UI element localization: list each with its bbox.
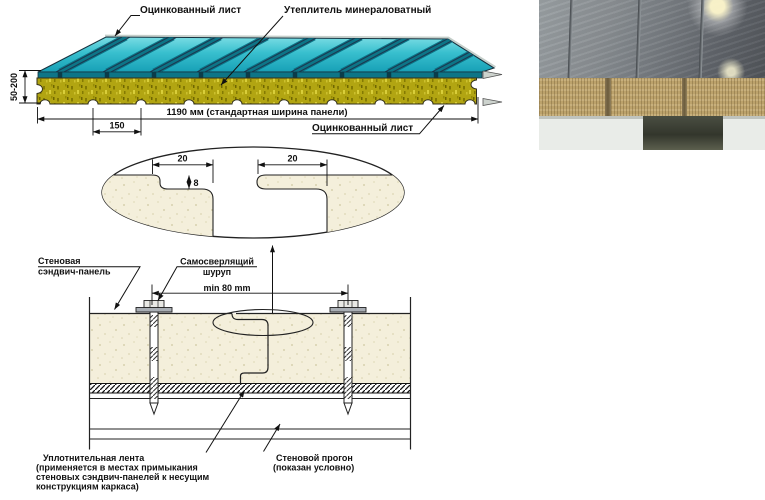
photo-wool-joint	[605, 78, 611, 116]
lock-left-dim-text: 20	[177, 154, 187, 164]
screw-washer	[135, 307, 173, 313]
lock-right-dim-text: 20	[287, 154, 297, 164]
label-sealing-tape-line3: стеновых сэндвич-панелей к несущим	[36, 472, 209, 482]
label-screw-line1: Самосверлящий	[180, 257, 254, 267]
lock-dimension-lines	[152, 159, 328, 189]
bottom-sheet-right-lip	[482, 98, 503, 106]
screw-washer	[329, 307, 367, 313]
joint-detail-marker-oval	[212, 308, 314, 337]
label-screw-line2: шуруп	[203, 267, 231, 277]
leader-wall-panel	[38, 266, 141, 310]
photo-panel-seam	[567, 0, 574, 78]
photo-mineral-wool-core	[539, 78, 765, 116]
hex-head-facets	[149, 300, 159, 308]
dimension-lines-3d	[19, 70, 479, 136]
rib-groove-shading	[58, 37, 494, 72]
screw-thread	[344, 315, 352, 327]
screw-thread	[150, 347, 158, 361]
panel-ribs	[55, 37, 494, 72]
sealing-tape-band	[89, 383, 411, 394]
top-sheet-right-lip	[482, 70, 503, 79]
sheet-back-edge-highlight	[104, 34, 496, 68]
spacing-dimension	[151, 284, 349, 305]
thickness-dim-text: 50-200	[9, 73, 19, 101]
attachment-section-view: min 80 mm Стеновая сэндвич-панель Самосв…	[36, 256, 412, 492]
label-purlin-line2: (показан условно)	[273, 463, 354, 473]
leader-sealing-tape	[205, 390, 245, 453]
photo-panel-seam	[635, 0, 642, 78]
photo-metal-sheets	[539, 0, 765, 78]
photo-sandwich-panels	[539, 0, 765, 150]
pitch-dim-text: 150	[109, 121, 124, 131]
rib-edge-lines	[55, 37, 494, 72]
label-sealing-tape-line1: Уплотнительная лента	[43, 453, 145, 463]
screw-thread	[344, 347, 352, 361]
spacing-dim-text: min 80 mm	[203, 283, 250, 293]
leader-purlin	[263, 423, 281, 452]
label-galvanized-sheet-top: Оцинкованный лист	[140, 5, 241, 16]
label-sealing-tape-line4: конструкциям каркаса)	[36, 482, 139, 492]
leader-screw	[157, 266, 257, 301]
front-edge-rib-slots	[57, 72, 439, 78]
mineral-wool-face	[36, 77, 477, 105]
screw-thread	[150, 377, 158, 399]
section-cut-boundaries	[88, 297, 412, 450]
screw-thread	[150, 315, 158, 327]
label-insulation: Утеплитель минераловатный	[284, 5, 431, 16]
screw-tip	[149, 402, 159, 416]
leader-galvanized-top	[114, 15, 140, 37]
purlin-lines	[89, 397, 411, 440]
screw-hex-head	[143, 300, 165, 308]
width-dim-text: 1190 мм (стандартная ширина панели)	[166, 107, 347, 118]
photo-bottom-sheet	[539, 116, 765, 150]
screw-tip	[343, 402, 353, 416]
photo-wool-joint	[682, 78, 687, 116]
label-purlin-line1: Стеновой прогон	[276, 453, 353, 463]
hex-head-facets	[343, 300, 353, 308]
section-panel-joint-line	[231, 313, 269, 384]
label-wall-panel-line1: Стеновая	[38, 256, 81, 266]
photo-panel-gap	[643, 116, 723, 150]
lock-detail-view: 20 20 8	[101, 146, 405, 315]
photo-panel-seam	[698, 0, 705, 78]
sheet-front-edge-strip	[37, 71, 483, 79]
screw-thread	[344, 377, 352, 399]
label-galvanized-sheet-bottom: Оцинкованный лист	[312, 123, 413, 134]
leader-galvanized-bottom	[312, 105, 445, 135]
self-drilling-screw-left	[135, 300, 173, 416]
panel-3d-view: 50-200 1190 мм (стандартная ширина панел…	[9, 5, 503, 136]
section-panel-core	[89, 313, 411, 384]
label-wall-panel-line2: сэндвич-панель	[38, 267, 111, 277]
lock-depth-dim-text: 8	[194, 178, 199, 188]
leader-insulation	[220, 15, 284, 86]
label-sealing-tape-line2: (применяется в местах примыкания	[36, 463, 198, 473]
